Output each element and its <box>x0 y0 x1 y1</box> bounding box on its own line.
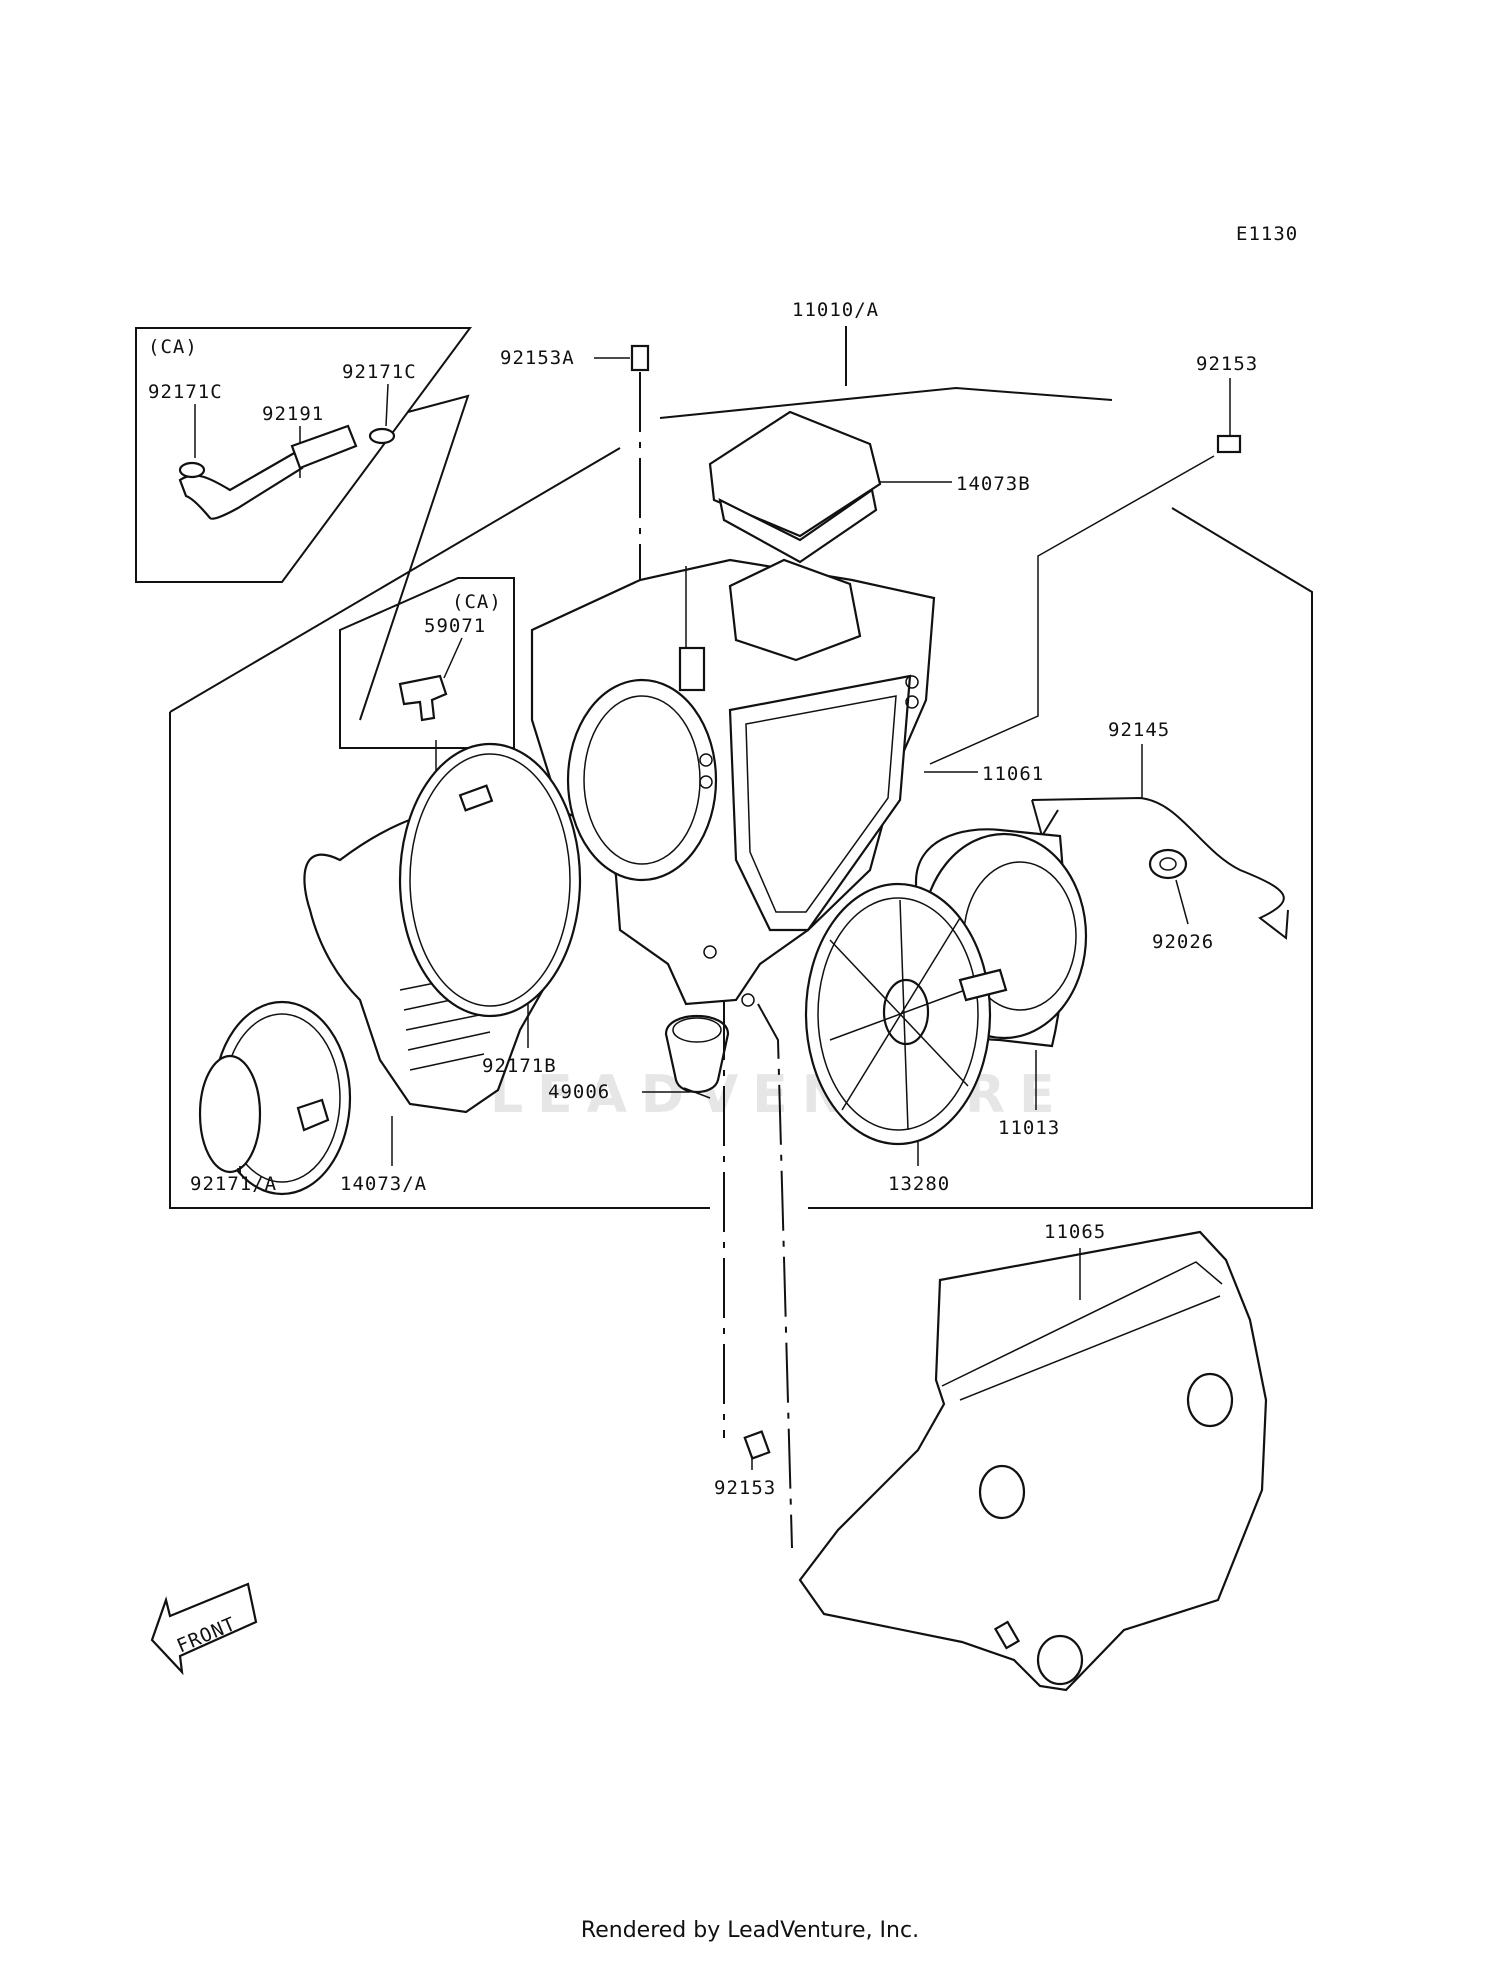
label-92145: 92145 <box>1108 719 1170 741</box>
clamp-92171a <box>198 1054 262 1174</box>
cover-grommet-2 <box>1186 1372 1234 1428</box>
label-92171c-right: 92171C <box>342 361 417 383</box>
clamp-left <box>178 461 206 479</box>
label-92153a: 92153A <box>500 347 575 369</box>
bolt-92153-top <box>1216 434 1242 454</box>
bolt-92153a <box>630 344 650 372</box>
front-direction-arrow: FRONT <box>150 1582 258 1676</box>
air-box-inlet <box>566 678 718 882</box>
clamp-right <box>368 427 396 445</box>
bolt-92153-lower <box>743 1430 771 1460</box>
air-box-boss <box>678 646 706 692</box>
label-14073b: 14073B <box>956 473 1031 495</box>
label-92153-lower: 92153 <box>714 1477 776 1499</box>
render-credit: Rendered by LeadVenture, Inc. <box>580 1918 920 1943</box>
inset-ca-fitting-tag: (CA) <box>452 591 502 613</box>
inset-ca-hose: (CA) 92171C 92191 92171C <box>135 327 472 583</box>
label-49006: 49006 <box>548 1081 610 1103</box>
grommet-92026 <box>1148 848 1188 880</box>
breather-hose <box>178 450 304 520</box>
label-92171c-left: 92171C <box>148 381 223 403</box>
label-92171b: 92171B <box>482 1055 557 1077</box>
cover-grommet-3 <box>1036 1634 1084 1686</box>
inset-ca-hose-tag: (CA) <box>148 336 198 358</box>
label-11013: 11013 <box>998 1117 1060 1139</box>
cover-grommet-1 <box>978 1464 1026 1520</box>
inset-ca-fitting-frame <box>339 577 515 749</box>
label-92191: 92191 <box>262 403 324 425</box>
clamp-92171b <box>398 742 582 1018</box>
label-92153-top: 92153 <box>1196 353 1258 375</box>
side-cover-11065 <box>798 1230 1268 1692</box>
air-box-top-port <box>728 558 862 662</box>
breather-fitting <box>398 674 448 722</box>
duct-14073b <box>708 410 882 538</box>
label-14073a: 14073/A <box>340 1173 427 1195</box>
label-59071: 59071 <box>424 615 486 637</box>
filter-holder-13280 <box>804 882 1008 1146</box>
label-13280: 13280 <box>888 1173 950 1195</box>
label-92171a: 92171/A <box>190 1173 277 1195</box>
drain-cap-49006 <box>664 1015 730 1093</box>
label-11061: 11061 <box>982 763 1044 785</box>
label-11065: 11065 <box>1044 1221 1106 1243</box>
label-11010a: 11010/A <box>792 299 879 321</box>
label-92026: 92026 <box>1152 931 1214 953</box>
hose-joint <box>290 424 358 470</box>
inset-ca-hose-frame <box>135 327 472 583</box>
figure-code: E1130 <box>1236 223 1298 245</box>
air-box-11010a <box>530 558 936 1007</box>
